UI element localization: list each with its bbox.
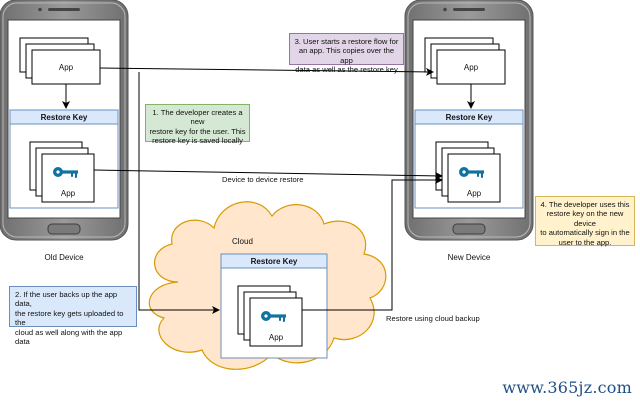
- arrow-backup-to-cloud-icon: [138, 72, 220, 314]
- arrow-device-to-device-icon: [93, 169, 443, 180]
- new-key-app-stack: [435, 141, 501, 203]
- note-2-line: 2. If the user backs up the app data,: [15, 290, 118, 309]
- note-3-line: 3. User starts a restore flow for: [294, 37, 399, 46]
- old-app-label: App: [59, 63, 74, 72]
- note-3: 3. User starts a restore flow for an app…: [289, 33, 404, 74]
- arrow-cloud-to-new-device-icon: [302, 176, 443, 311]
- device-to-device-label: Device to device restore: [222, 175, 303, 184]
- old-restore-key-title: Restore Key: [41, 113, 88, 122]
- note-1-line: restore key is saved locally: [152, 136, 243, 146]
- new-app-label: App: [464, 63, 479, 72]
- arrow-app-to-app-icon: [99, 67, 434, 76]
- new-key-app-label: App: [467, 189, 482, 198]
- old-key-app-stack: [29, 141, 95, 203]
- note-3-line: data as well as the restore key: [295, 65, 398, 75]
- old-app-stack: [19, 37, 101, 85]
- note-4-line: to automatically sign in the: [540, 228, 630, 238]
- new-device-label: New Device: [448, 253, 491, 262]
- old-device-label: Old Device: [44, 253, 84, 262]
- note-1-line: 1. The developer creates a new: [152, 108, 243, 127]
- note-4-line: restore key on the new device: [546, 209, 624, 228]
- new-restore-key-title: Restore Key: [446, 113, 493, 122]
- cloud-key-app-stack: [237, 285, 303, 347]
- cloud-key-app-label: App: [269, 333, 284, 342]
- watermark: www.365jz.com: [502, 378, 632, 397]
- cloud-label: Cloud: [232, 237, 253, 246]
- note-4: 4. The developer uses this restore key o…: [535, 196, 635, 247]
- note-4-line: 4. The developer uses this: [540, 200, 630, 209]
- new-app-stack: [424, 37, 506, 85]
- note-1-line: restore key for the user. This: [149, 126, 246, 136]
- note-2-line: the restore key gets uploaded to the: [15, 308, 124, 328]
- note-3-line: an app. This copies over the app: [298, 46, 395, 65]
- restore-cloud-label: Restore using cloud backup: [386, 314, 480, 323]
- note-2: 2. If the user backs up the app data, th…: [9, 286, 137, 346]
- note-1: 1. The developer creates a new restore k…: [145, 104, 250, 146]
- note-2-line: cloud as well along with the app data: [15, 327, 123, 347]
- note-4-line: user to the app.: [558, 237, 612, 247]
- cloud-restore-key-title: Restore Key: [251, 257, 298, 266]
- old-key-app-label: App: [61, 189, 76, 198]
